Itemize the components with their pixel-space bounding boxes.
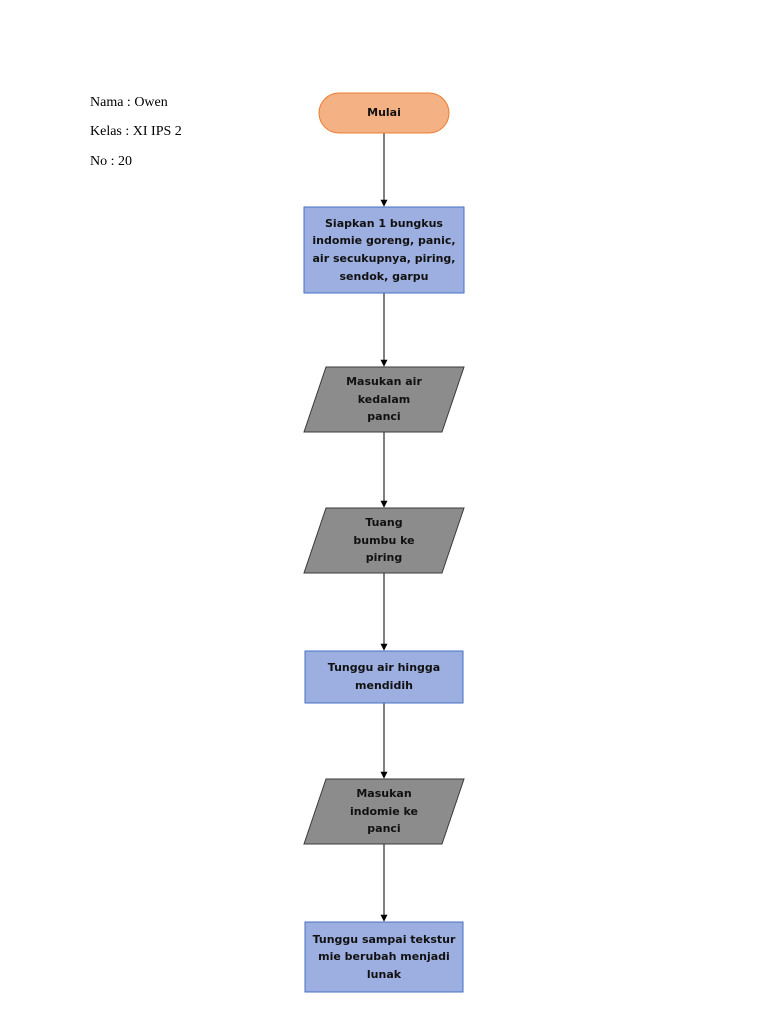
node-start-label: Mulai bbox=[367, 106, 401, 120]
student-number: No : 20 bbox=[90, 154, 132, 169]
node-step5-shape bbox=[303, 778, 465, 845]
node-step6-shape bbox=[304, 921, 464, 993]
node-step3-label: Tuang bumbu ke piring bbox=[353, 516, 415, 565]
node-step2-shape bbox=[303, 366, 465, 433]
student-class: Kelas : XI IPS 2 bbox=[90, 124, 182, 139]
node-start-shape bbox=[318, 92, 450, 134]
flowchart-shapes bbox=[303, 92, 465, 993]
node-step2-label: Masukan air kedalam panci bbox=[346, 375, 422, 424]
node-step6-label: Tunggu sampai tekstur mie berubah menjad… bbox=[312, 932, 456, 981]
node-step1-label: Siapkan 1 bungkus indomie goreng, panic,… bbox=[312, 216, 456, 283]
node-step4-label: Tunggu air hingga mendidih bbox=[327, 661, 441, 692]
student-name: Nama : Owen bbox=[90, 95, 168, 110]
node-step3-shape bbox=[303, 507, 465, 574]
node-step4-shape bbox=[304, 650, 464, 704]
node-step5-label: Masukan indomie ke panci bbox=[349, 787, 419, 836]
node-step1-shape bbox=[303, 206, 465, 294]
